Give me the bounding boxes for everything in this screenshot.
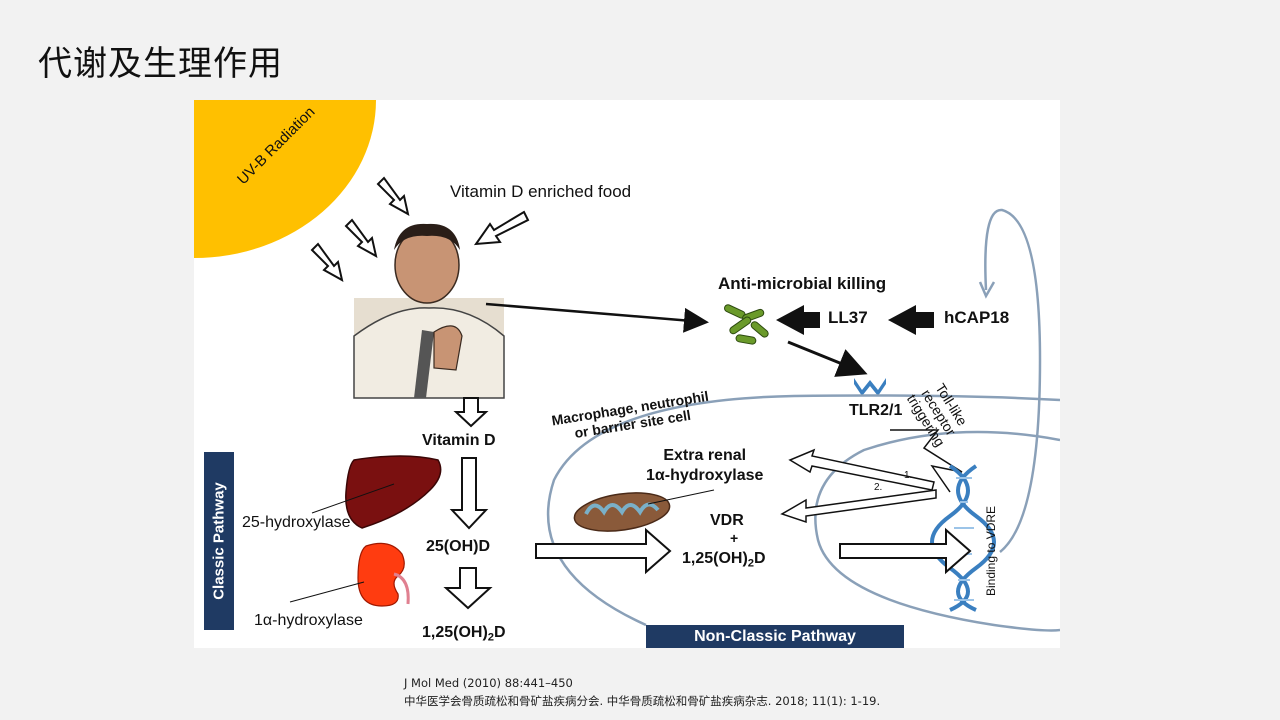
vdr-ligand-tail: D xyxy=(754,550,766,567)
liver-illustration xyxy=(345,455,442,529)
to-dna-arrow xyxy=(839,527,972,575)
step2-arrow xyxy=(780,489,937,524)
plus-label: + xyxy=(730,530,739,546)
classic-pathway-label: Classic Pathway xyxy=(210,482,228,600)
step1-arrow xyxy=(788,448,935,491)
dna-helix-illustration xyxy=(930,464,996,612)
reference-line2: 中华医学会骨质疏松和骨矿盐疾病分会. 中华骨质疏松和骨矿盐疾病杂志. 2018;… xyxy=(404,694,881,708)
mitochondrion-illustration xyxy=(573,492,671,532)
ll37-label: LL37 xyxy=(828,308,868,327)
vdre-label: Binding to VDRE xyxy=(984,505,998,596)
sun-shape xyxy=(194,100,376,258)
diagram-graphics xyxy=(194,100,1060,632)
ll37-arrow xyxy=(776,305,820,335)
vitamin-d-label: Vitamin D xyxy=(422,432,496,449)
hcap18-arrow xyxy=(888,305,934,335)
bacteria-illustration xyxy=(723,304,769,345)
oh125d-sub: 2 xyxy=(487,631,495,644)
reference-line1: J Mol Med (2010) 88:441–450 xyxy=(404,676,573,690)
feedback-loop xyxy=(984,208,1042,553)
cell-inner-membrane xyxy=(814,430,1060,632)
diagram-panel: UV-B Radiation Vitamin D enriched food A… xyxy=(194,100,1060,648)
kidney-illustration xyxy=(357,542,405,607)
hcap18-label: hCAP18 xyxy=(944,308,1010,327)
extra-line2: 1α-hydroxylase xyxy=(646,467,764,484)
food-arrow xyxy=(473,210,530,246)
extra-line1: Extra renal xyxy=(663,447,747,464)
hydroxylase-1a-label: 1α-hydroxylase xyxy=(254,612,363,629)
tlr-signal-arrow xyxy=(890,429,963,493)
to-vdr-arrow xyxy=(535,527,672,575)
tlr-receptor-shape xyxy=(854,378,886,396)
vdr-ligand-sub: 2 xyxy=(747,557,755,570)
coughing-man-illustration xyxy=(353,223,505,399)
step1-label: 1. xyxy=(904,470,913,481)
hydroxylase-25-label: 25-hydroxylase xyxy=(242,514,351,531)
oh125d-tail: D xyxy=(494,624,506,641)
antimicrobial-label: Anti-microbial killing xyxy=(718,274,887,293)
extra-renal-label: Extra renal 1α-hydroxylase xyxy=(646,446,763,486)
slide-title: 代谢及生理作用 xyxy=(38,44,283,84)
classic-pathway-tab: Classic Pathway xyxy=(204,452,234,630)
food-label: Vitamin D enriched food xyxy=(450,182,632,201)
classic-down-arrows xyxy=(443,397,493,610)
step2-label: 2. xyxy=(874,482,883,493)
oh125d-label: 1,25(OH)2D xyxy=(422,624,506,643)
tlr-label: TLR2/1 xyxy=(849,402,903,419)
vdr-ligand-base: 1,25(OH) xyxy=(682,550,748,567)
vdr-label: VDR xyxy=(710,512,744,529)
uv-arrows xyxy=(310,176,410,282)
oh25d-label: 25(OH)D xyxy=(426,538,491,555)
vdr-ligand-label: 1,25(OH)2D xyxy=(682,550,766,569)
nonclassic-pathway-tab: Non-Classic Pathway xyxy=(646,625,904,648)
oh125d-base: 1,25(OH) xyxy=(422,624,488,641)
